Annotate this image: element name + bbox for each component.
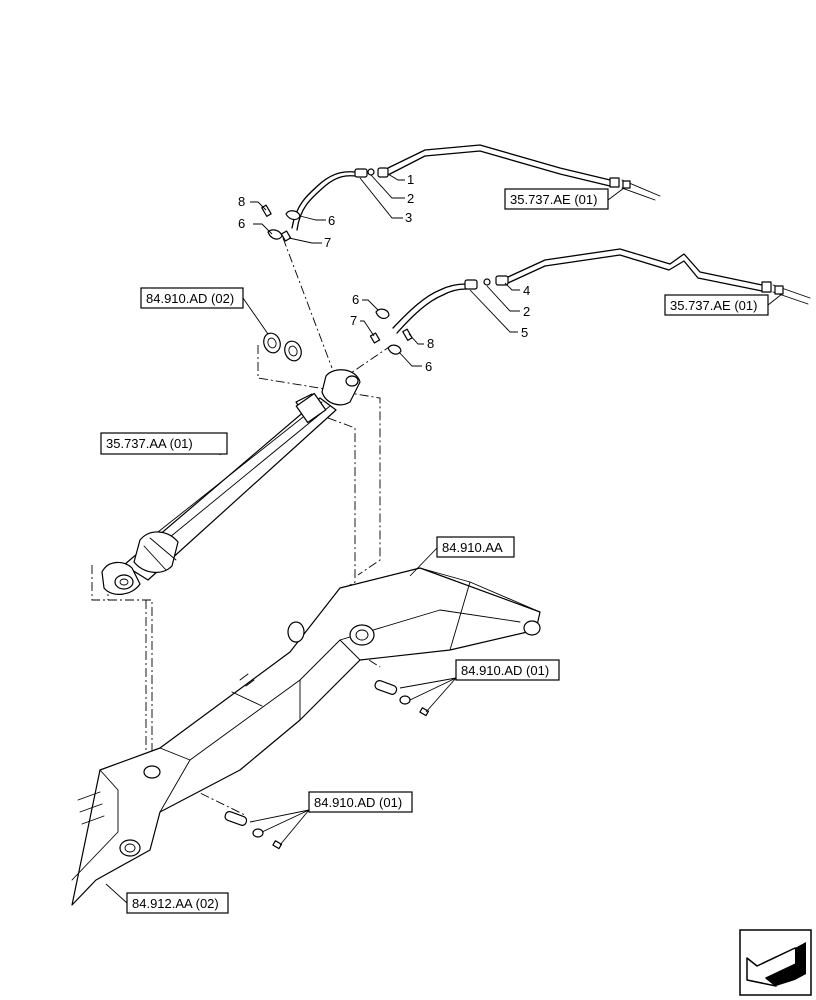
- callout-6-upper-left: 6: [238, 216, 245, 231]
- boom-structure: [71, 547, 541, 906]
- callout-6-lower-left: 6: [352, 292, 359, 307]
- callout-8-upper: 8: [238, 194, 245, 209]
- callout-7-upper: 7: [324, 235, 331, 250]
- callout-2-lower: 2: [523, 304, 530, 319]
- ref-cylinder-label: 35.737.AA (01): [106, 436, 193, 451]
- ref-pin-base[interactable]: 84.910.AD (01): [308, 791, 413, 813]
- callout-2-upper: 2: [407, 191, 414, 206]
- previous-page-arrow-icon[interactable]: [739, 929, 812, 996]
- upper-hose-assembly: 1 2 3 6 7 8 6: [238, 144, 661, 250]
- base-pin-parts: [224, 809, 310, 850]
- boom-pin-parts: [374, 677, 457, 717]
- callout-6-lower-right: 6: [425, 359, 432, 374]
- ref-boom-label: 84.910.AA: [442, 540, 503, 555]
- callout-3: 3: [405, 210, 412, 225]
- ref-pin-boom[interactable]: 84.910.AD (01): [455, 659, 560, 681]
- lower-hose-assembly: 4 2 5 6 7 8 6: [350, 248, 811, 374]
- ref-boom[interactable]: 84.910.AA: [436, 536, 515, 558]
- ref-hose-lower[interactable]: 35.737.AE (01): [664, 293, 783, 316]
- ref-hose-upper[interactable]: 35.737.AE (01): [504, 187, 625, 210]
- ref-hose-lower-label: 35.737.AE (01): [670, 298, 757, 313]
- ref-pin-boom-label: 84.910.AD (01): [461, 663, 549, 678]
- callout-8-lower: 8: [427, 336, 434, 351]
- ref-base-label: 84.912.AA (02): [132, 896, 219, 911]
- callout-4: 4: [523, 283, 530, 298]
- ref-pin-top[interactable]: 84.910.AD (02): [140, 287, 244, 309]
- callout-1: 1: [407, 172, 414, 187]
- ref-pin-base-label: 84.910.AD (01): [314, 795, 402, 810]
- ref-base[interactable]: 84.912.AA (02): [105, 883, 229, 914]
- pin-washers-top: [242, 297, 302, 362]
- assembly-center-lines: [91, 237, 393, 816]
- ref-pin-top-label: 84.910.AD (02): [146, 291, 234, 306]
- callout-5: 5: [521, 325, 528, 340]
- ref-hose-upper-label: 35.737.AE (01): [510, 192, 597, 207]
- callout-6-upper-right: 6: [328, 213, 335, 228]
- hydraulic-cylinder: [101, 369, 361, 595]
- callout-7-lower: 7: [350, 313, 357, 328]
- ref-cylinder[interactable]: 35.737.AA (01): [100, 432, 228, 455]
